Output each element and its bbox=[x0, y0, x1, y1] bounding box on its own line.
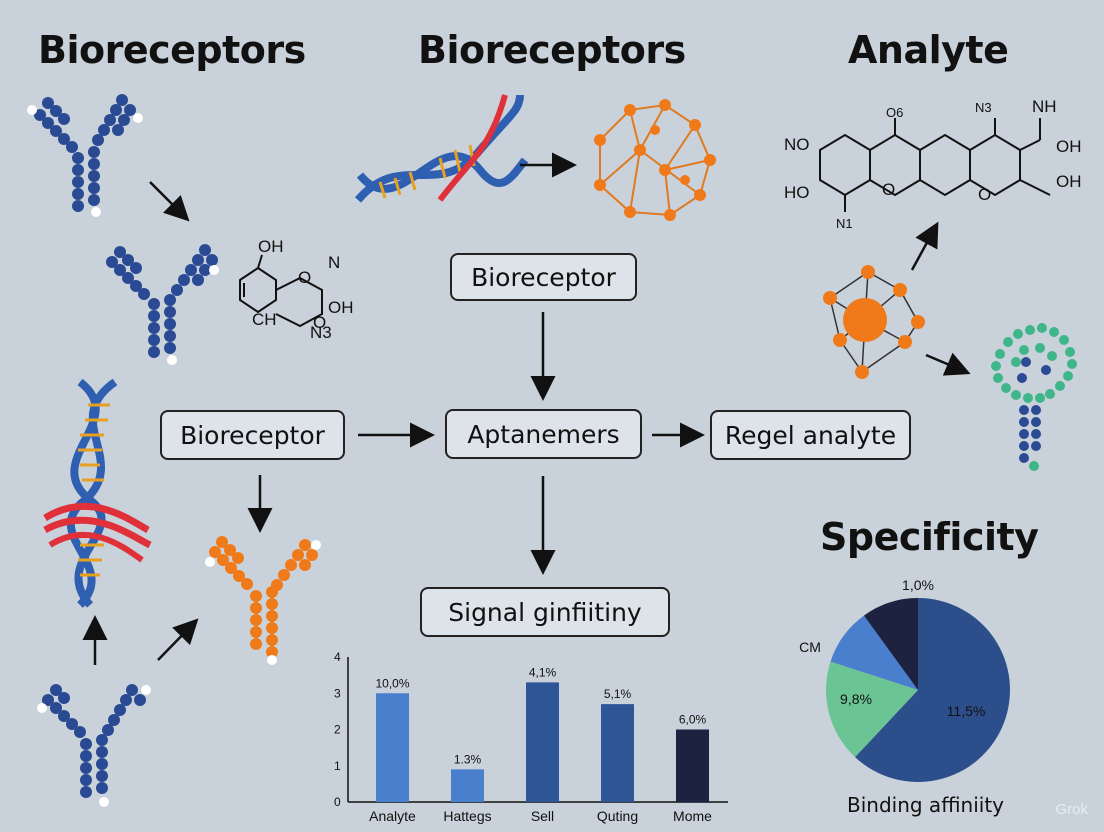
box-aptanemers: Aptanemers bbox=[445, 409, 642, 459]
molecule-large-label: OH bbox=[1056, 172, 1082, 191]
molecule-large-label: O bbox=[882, 180, 895, 199]
molecule-small-label: O bbox=[298, 268, 311, 287]
bar-chart-y-tick: 2 bbox=[334, 723, 341, 737]
pie-chart-slice-label: 11,5% bbox=[947, 703, 986, 719]
pie-chart-slice-label: CM bbox=[799, 639, 821, 655]
molecule-small-label: OH bbox=[328, 298, 354, 317]
molecule-small-label: N bbox=[328, 253, 340, 272]
molecule-large-icon bbox=[819, 118, 1051, 212]
bar-chart-bar bbox=[601, 704, 634, 802]
antibody-icon bbox=[37, 684, 151, 807]
bar-chart-y-tick: 4 bbox=[334, 650, 341, 664]
arrow-icon bbox=[149, 181, 190, 222]
antibody-orange-icon bbox=[205, 536, 321, 665]
aptamer-icon bbox=[991, 323, 1077, 471]
nanoparticle-network-icon bbox=[594, 99, 716, 221]
bar-chart-category-label: Analyte bbox=[369, 808, 416, 824]
bar-chart-bar bbox=[451, 769, 484, 802]
bar-chart-bar bbox=[676, 729, 709, 802]
arrow-icon bbox=[157, 618, 199, 661]
bar-chart-category-label: Quting bbox=[597, 808, 638, 824]
molecule-large-label: NH bbox=[1032, 97, 1057, 116]
molecule-small-label: CH bbox=[252, 310, 277, 329]
box-bioreceptor-left: Bioreceptor bbox=[160, 410, 345, 460]
antibody-icon bbox=[106, 244, 219, 365]
molecule-small-icon bbox=[239, 254, 323, 328]
pie-chart-slice-label: 9,8% bbox=[840, 691, 872, 707]
pie-chart-caption: Binding affiniity bbox=[847, 793, 1004, 817]
heading-bioreceptors-center: Bioreceptors bbox=[418, 28, 686, 72]
nanoparticle-icon bbox=[823, 265, 925, 379]
molecule-large-label: NO bbox=[784, 135, 810, 154]
molecule-large-label: O bbox=[978, 185, 991, 204]
bar-chart-data-label: 5,1% bbox=[604, 687, 632, 701]
bar-chart-data-label: 1.3% bbox=[454, 752, 482, 766]
pie-chart-slice bbox=[830, 615, 918, 690]
bar-chart-y-tick: 3 bbox=[334, 686, 341, 700]
arrow-icon bbox=[925, 352, 971, 376]
pie-chart-slice bbox=[826, 661, 918, 758]
bar-chart-bar bbox=[376, 693, 409, 802]
box-regel-analyte: Regel analyte bbox=[710, 410, 911, 460]
molecule-large-label: N1 bbox=[836, 216, 853, 231]
heading-specificity: Specificity bbox=[820, 515, 1039, 559]
bar-chart-category-label: Hattegs bbox=[443, 808, 491, 824]
grok-watermark: Grok bbox=[1055, 801, 1088, 818]
bar-chart-y-tick: 0 bbox=[334, 795, 341, 809]
antibody-icon bbox=[27, 94, 143, 217]
bar-chart-data-label: 6,0% bbox=[679, 713, 707, 727]
molecule-small-label: O bbox=[313, 313, 326, 332]
molecule-small-label: OH bbox=[258, 237, 284, 256]
box-bioreceptor-top: Bioreceptor bbox=[450, 253, 637, 301]
bar-chart-y-tick: 1 bbox=[334, 759, 341, 773]
bar-chart-bar bbox=[526, 682, 559, 802]
box-signal: Signal ginfiitiny bbox=[420, 587, 670, 637]
dna-helix-icon bbox=[43, 378, 152, 608]
pie-chart-slice-label: 1,0% bbox=[902, 577, 934, 593]
arrow-icon bbox=[910, 221, 939, 271]
molecule-large-label: N3 bbox=[975, 100, 992, 115]
bar-chart-data-label: 10,0% bbox=[375, 676, 409, 690]
molecule-large-label: O6 bbox=[886, 105, 903, 120]
molecule-large-label: OH bbox=[1056, 137, 1082, 156]
pie-chart-slice bbox=[863, 598, 918, 690]
heading-analyte: Analyte bbox=[848, 28, 1009, 72]
molecule-small-label: N3 bbox=[310, 323, 332, 342]
bar-chart-category-label: Mome bbox=[673, 808, 712, 824]
bar-chart-category-label: Sell bbox=[531, 808, 554, 824]
heading-bioreceptors-left: Bioreceptors bbox=[38, 28, 306, 72]
bar-chart-data-label: 4,1% bbox=[529, 665, 557, 679]
pie-chart-slice bbox=[855, 598, 1010, 783]
dna-icon bbox=[354, 94, 529, 203]
molecule-large-label: HO bbox=[784, 183, 810, 202]
